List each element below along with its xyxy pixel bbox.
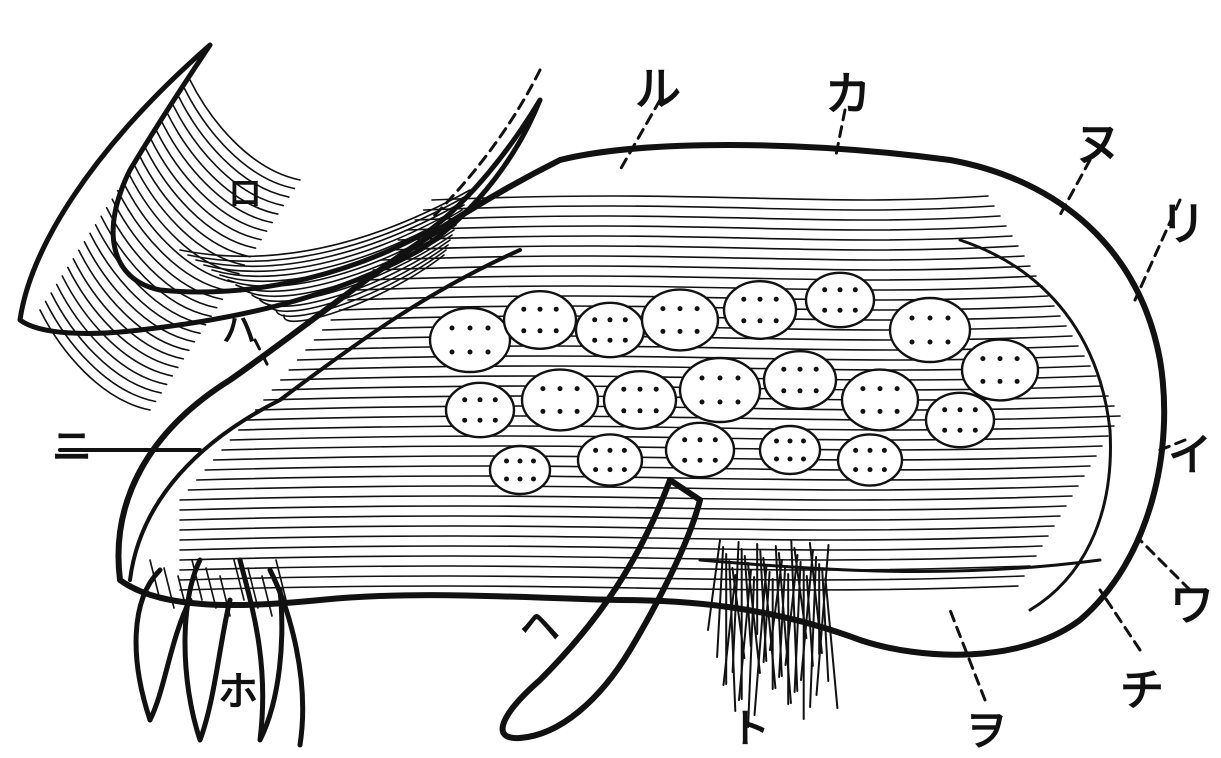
label-nu: ヌ (1075, 117, 1121, 171)
label-i: イ (1168, 430, 1212, 481)
legs (136, 560, 303, 745)
label-ni: ニ (52, 424, 92, 470)
label-ru: ル (635, 62, 681, 116)
label-chi: チ (1120, 665, 1164, 716)
label-wo: ヲ (965, 706, 1007, 755)
label-to: ト (730, 706, 770, 752)
label-ka: カ (825, 67, 871, 121)
label-ro: ロ (228, 174, 262, 214)
label-ho: ホ (218, 669, 258, 715)
label-wa: ワ (1170, 580, 1214, 631)
label-ri: リ (1160, 197, 1206, 251)
label-he: ヘ (520, 604, 560, 650)
label-ha: ハ (222, 311, 256, 351)
